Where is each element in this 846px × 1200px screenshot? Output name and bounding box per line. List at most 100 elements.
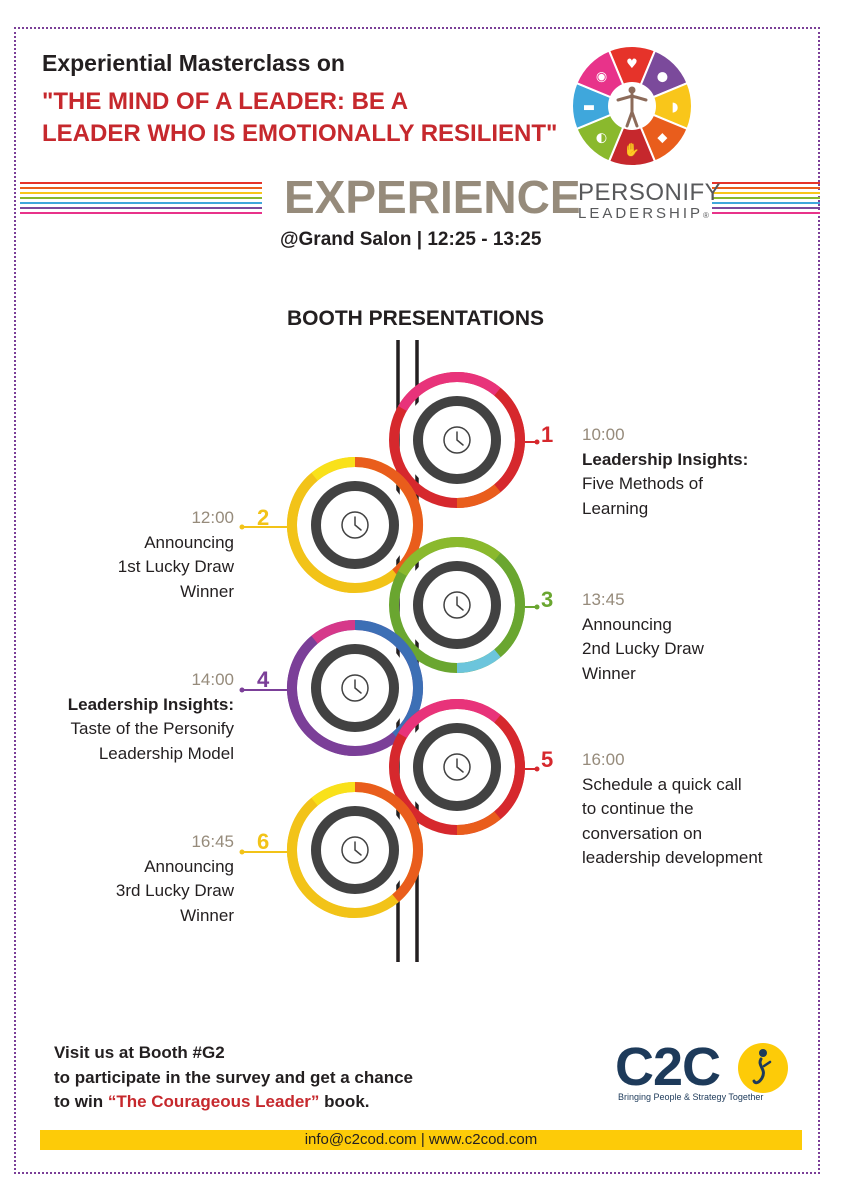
experience-title: EXPERIENCE bbox=[284, 171, 581, 223]
item-1-title: Leadership Insights: bbox=[582, 449, 749, 469]
clock-icon bbox=[443, 753, 471, 781]
invitation-post: book. bbox=[319, 1092, 370, 1111]
item-4-text: 14:00 Leadership Insights: Taste of the … bbox=[30, 668, 234, 766]
item-4-number: 4 bbox=[257, 667, 270, 692]
c2c-figure-icon bbox=[738, 1043, 788, 1093]
ear-icon: ◗ bbox=[672, 100, 679, 115]
item-3-number: 3 bbox=[541, 587, 554, 612]
item-3-time: 13:45 bbox=[582, 590, 625, 609]
item-5-number: 5 bbox=[541, 747, 554, 772]
item-5-line: conversation on bbox=[582, 823, 703, 843]
invitation-line-3: to win “The Courageous Leader” book. bbox=[54, 1090, 413, 1115]
item-3-line: Announcing bbox=[582, 614, 672, 634]
c2c-logo: C2C bbox=[615, 1037, 788, 1097]
clock-hands bbox=[354, 516, 362, 531]
timeline-node-1 bbox=[389, 372, 540, 508]
timeline-node-4 bbox=[239, 620, 423, 756]
personify-brand-name: PERSONIFY bbox=[578, 179, 722, 206]
item-6-line: Winner bbox=[180, 905, 234, 925]
connector-dot bbox=[534, 604, 540, 610]
item-6-line: 3rd Lucky Draw bbox=[115, 881, 234, 900]
connector-dot bbox=[534, 439, 540, 445]
item-4-title: Leadership Insights: bbox=[67, 694, 234, 714]
contact-info: info@c2cod.com | www.c2cod.com bbox=[304, 1131, 538, 1148]
clock-icon bbox=[443, 426, 471, 454]
clock-hands bbox=[456, 431, 464, 446]
item-3-line: 2nd Lucky Draw bbox=[582, 639, 704, 658]
personify-wheel: ♥●◗◆✋◐▬◉ bbox=[571, 45, 693, 167]
item-1-number: 1 bbox=[541, 422, 554, 447]
ring-segment bbox=[287, 797, 356, 918]
eye-icon: ◉ bbox=[596, 70, 607, 85]
header-line-1: Experiential Masterclass on bbox=[42, 50, 345, 76]
foot-icon: ◐ bbox=[596, 130, 607, 145]
ring-segment bbox=[311, 620, 356, 644]
ring-segment bbox=[494, 387, 525, 493]
timeline-graphic bbox=[239, 340, 540, 962]
heart-icon: ♥ bbox=[626, 57, 638, 72]
item-3-text: 13:45 Announcing 2nd Lucky Draw Winner bbox=[582, 588, 704, 686]
timeline-node-6 bbox=[239, 782, 423, 918]
connector-dot bbox=[239, 524, 245, 530]
page-frame bbox=[14, 27, 820, 1174]
timeline-node-3 bbox=[389, 537, 540, 673]
book-title: “The Courageous Leader” bbox=[107, 1092, 320, 1111]
item-2-time: 12:00 bbox=[191, 508, 234, 527]
personify-wheel-logo: ♥●◗◆✋◐▬◉ bbox=[571, 45, 693, 167]
item-2-line: 1st Lucky Draw bbox=[117, 557, 234, 576]
figure-body bbox=[616, 92, 648, 128]
item-5-text: 16:00 Schedule a quick call to continue … bbox=[582, 748, 763, 871]
film-icon: ▬ bbox=[583, 100, 595, 115]
ring-segment bbox=[354, 782, 423, 903]
item-6-line: Announcing bbox=[144, 856, 234, 876]
clock-hands bbox=[456, 758, 464, 773]
item-1-text: 10:00 Leadership Insights: Five Methods … bbox=[582, 423, 748, 521]
header-line-2: "THE MIND OF A LEADER: BE A bbox=[42, 88, 409, 115]
ring-segment bbox=[287, 472, 356, 593]
item-5-line: leadership development bbox=[582, 848, 763, 867]
item-4-line: Taste of the Personify bbox=[70, 719, 234, 738]
contact-bar: info@c2cod.com | www.c2cod.com bbox=[40, 1130, 802, 1150]
ring-segment bbox=[311, 782, 356, 806]
ring-segment bbox=[398, 372, 501, 412]
clock-icon bbox=[341, 836, 369, 864]
item-3-line: Winner bbox=[582, 663, 636, 683]
invitation-line-2: to participate in the survey and get a c… bbox=[54, 1067, 413, 1087]
clock-icon bbox=[341, 511, 369, 539]
item-1-time: 10:00 bbox=[582, 425, 625, 444]
clock-hands bbox=[354, 841, 362, 856]
ring-segment bbox=[494, 714, 525, 820]
booth-invitation: Visit us at Booth #G2 to participate in … bbox=[54, 1041, 413, 1115]
registered-mark: ® bbox=[703, 211, 709, 220]
lips-icon: ◆ bbox=[657, 130, 667, 145]
invitation-pre: to win bbox=[54, 1092, 108, 1111]
clock-hands bbox=[456, 596, 464, 611]
invitation-line-1: Visit us at Booth #G2 bbox=[54, 1043, 225, 1062]
personify-brand-sub: LEADERSHIP® bbox=[578, 205, 709, 222]
connector-dot bbox=[534, 766, 540, 772]
item-2-line: Announcing bbox=[144, 532, 234, 552]
header-line-3: LEADER WHO IS EMOTIONALLY RESILIENT" bbox=[42, 120, 558, 147]
experience-subtitle: @Grand Salon | 12:25 - 13:25 bbox=[280, 229, 542, 250]
connector-dot bbox=[239, 849, 245, 855]
left-stripes bbox=[20, 182, 262, 217]
clock-face bbox=[341, 836, 369, 864]
ring-segment bbox=[456, 811, 501, 835]
ring-segment bbox=[398, 699, 501, 739]
item-5-line: Schedule a quick call bbox=[582, 774, 742, 794]
item-5-time: 16:00 bbox=[582, 750, 625, 769]
ring-segment bbox=[311, 457, 356, 481]
human-figure-icon bbox=[616, 86, 648, 128]
figure-head bbox=[628, 86, 636, 94]
ring-segment bbox=[494, 552, 525, 658]
timeline-node-2 bbox=[239, 457, 423, 593]
connector-dot bbox=[239, 687, 245, 693]
item-4-line: Leadership Model bbox=[98, 743, 234, 763]
item-1-line: Learning bbox=[582, 498, 649, 518]
ring-segment bbox=[398, 537, 501, 577]
item-2-line: Winner bbox=[180, 581, 234, 601]
clock-hands bbox=[354, 679, 362, 694]
c2c-name: C2C bbox=[615, 1037, 721, 1097]
clock-icon bbox=[443, 591, 471, 619]
timeline-node-5 bbox=[389, 699, 540, 835]
